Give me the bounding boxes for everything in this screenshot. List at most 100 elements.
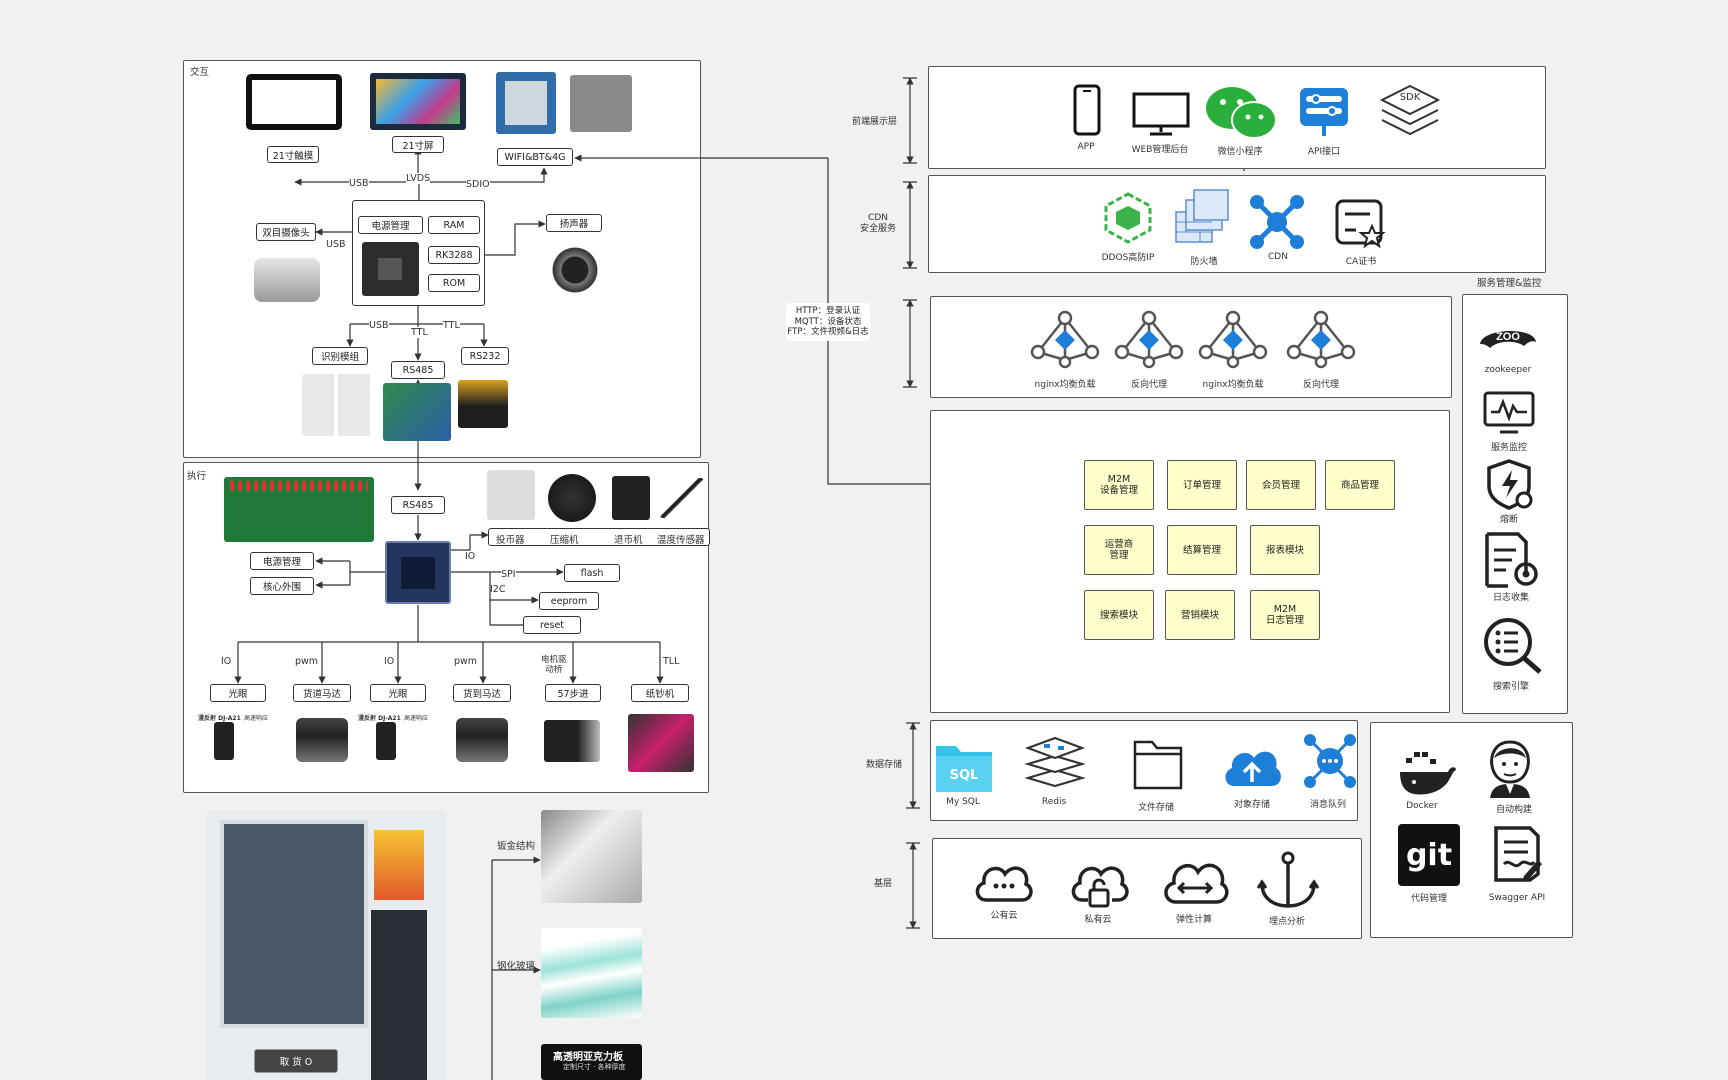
mysql-label: My SQL [946,797,980,807]
usb-link-label: USB [349,178,369,189]
camera-label: 双目摄像头 [256,223,316,241]
light-eye-2: 光眼 [370,684,426,702]
redis-icon [1024,734,1086,793]
git-label: 代码管理 [1410,894,1448,904]
bill-acceptor: 纸钞机 [631,684,689,702]
wechat-icon [1204,84,1278,145]
screen-label: 21寸屏 [392,136,444,153]
module-product: 商品管理 [1325,460,1395,510]
svg-text:ZOO: ZOO [1496,331,1520,343]
storage-layer [930,720,1358,821]
compressor-image [548,474,596,522]
load-balancer-icon-1 [1030,310,1100,373]
soc-rk3288: RK3288 [428,246,480,264]
compressor-label: 压缩机 [550,535,579,546]
tempered-glass-image [541,928,642,1018]
log-collect-label: 日志收集 [1492,593,1530,603]
module-m2m-log: M2M 日志管理 [1250,590,1320,640]
circuit-breaker-icon [1484,458,1534,513]
file-storage-label: 文件存储 [1137,803,1175,813]
io-label-1: IO [221,656,232,667]
rs232-connector-image [458,380,508,428]
gateway-label-1: nginx均衡负载 [1034,380,1096,390]
soc-ram: RAM [428,216,480,234]
module-search: 搜索模块 [1084,590,1154,640]
sensor-tag-2: 高速响应 [404,715,429,722]
reset-label: reset [523,616,581,634]
cdn-label: CDN [1268,252,1288,262]
track-motor-image-2 [456,718,508,762]
protocol-ftp: FTP：文件视频&日志 [787,327,869,338]
api-icon [1296,84,1352,143]
protocol-mqtt: MQTT：设备状态 [794,316,862,327]
module-order: 订单管理 [1167,460,1237,510]
firewall-label: 防火墙 [1190,257,1218,267]
core-peripheral: 核心外围 [250,577,314,595]
track-motor-1: 货道马达 [293,684,351,702]
vending-machine-image [206,810,446,1080]
ddos-icon [1102,192,1154,247]
4g-module-image [570,75,632,132]
track-motor-image-1 [296,718,348,762]
acrylic-subtitle: 定制尺寸 · 各种厚度 [563,1063,626,1071]
base-layer-label: 基层 [874,879,893,889]
camera-image [254,258,320,302]
private-cloud-label: 私有云 [1084,915,1112,925]
module-member: 会员管理 [1246,460,1316,510]
take-goods-button[interactable]: 取 货 O [254,1049,338,1073]
zookeeper-icon: ZOO [1476,318,1540,363]
recognition-label: 识别模组 [312,347,368,365]
firewall-icon [1172,186,1232,251]
exec-power-mgmt: 电源管理 [250,552,314,570]
sensor-tag-1: 高速响应 [244,715,269,722]
sheet-metal-label: 钣金结构 [497,841,536,852]
wifi-module-image [496,72,556,134]
tempered-glass-label: 钢化玻璃 [497,961,536,972]
docker-icon [1396,748,1458,801]
speaker-label: 扬声器 [546,214,602,232]
soc-rom: ROM [428,274,480,292]
service-monitor-label: 服务监控 [1490,443,1528,453]
gateway-label-4: 反向代理 [1302,380,1340,390]
reverse-proxy-icon-1 [1114,310,1184,373]
i2c-label: I2C [490,584,506,595]
rs485-board-image [383,383,451,441]
rs485-interaction-label: RS485 [391,361,445,379]
reverse-proxy-icon-2 [1286,310,1356,373]
light-eye-1: 光眼 [210,684,266,702]
load-balancer-icon-2 [1198,310,1268,373]
public-cloud-icon [972,858,1034,911]
gateway-layer [930,296,1452,398]
git-logo-text: git [1405,837,1453,873]
eeprom-label: eeprom [539,592,599,610]
pwm-label-1: pwm [295,656,319,667]
monitor-icon [1132,92,1190,139]
io-label-2: IO [384,656,395,667]
io-top-label: IO [465,551,476,562]
cdn-layer-label: CDN 安全服务 [860,213,897,234]
pwm-label-2: pwm [454,656,478,667]
sensor-image-2 [376,722,396,760]
touch-label: 21寸触摸 [267,146,319,163]
zookeeper-label: zookeeper [1484,365,1532,375]
interaction-title: 交互 [190,67,210,78]
jenkins-icon [1482,738,1538,803]
cloud-upload-icon [1220,740,1284,793]
sensor-brand-2: 漫反射 DJ-A21 [358,715,401,722]
acrylic-title: 高透明亚克力板 [553,1052,623,1063]
web-admin-label: WEB管理后台 [1131,145,1189,155]
swagger-icon [1490,824,1544,891]
stepper-motor: 57步进 [545,684,601,702]
search-engine-label: 搜索引擎 [1492,682,1530,692]
object-storage-label: 对象存储 [1233,800,1271,810]
camera-usb-label: USB [326,239,346,250]
soc-board-image [362,242,419,296]
tracking-analysis-label: 埋点分析 [1268,917,1306,927]
module-operator: 运营商 管理 [1084,525,1154,575]
changer-label: 退币机 [614,535,643,546]
speaker-image [549,244,601,296]
flash-label: flash [564,564,620,582]
sensor-brand-1: 漫反射 DJ-A21 [198,715,241,722]
mcu-chip-image [385,541,451,604]
ca-cert-icon [1334,198,1388,255]
